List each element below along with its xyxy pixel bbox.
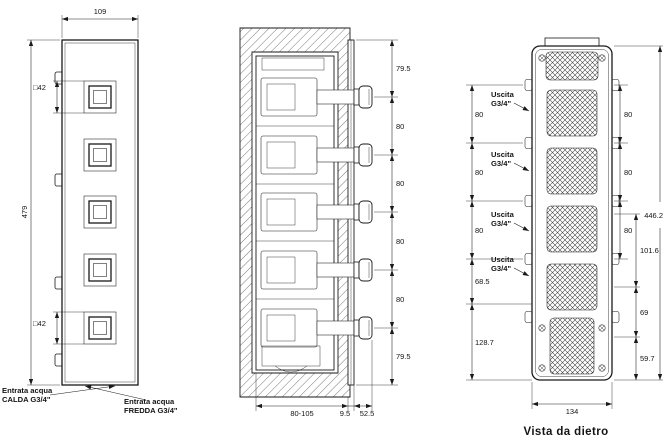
rear-width-value: 134 [566, 407, 579, 416]
front-view: 109 479 □42 □42 Entrata acqua CALDA G [2, 7, 178, 415]
rear-view: Uscita G3/4" Uscita G3/4" Uscita G3/4" U… [466, 37, 663, 438]
side-dim-3: 80 [396, 237, 404, 246]
rear-left-dim-2: 80 [475, 226, 483, 235]
hot-inlet-line1: Entrata acqua [2, 386, 53, 395]
rear-view-caption: Vista da dietro [523, 426, 608, 438]
front-width-value: 109 [94, 7, 107, 16]
cold-inlet-label: Entrata acqua FREDDA G3/4" [84, 385, 178, 415]
front-height-dimension: 479 [20, 39, 60, 386]
rear-right-dim-2: 80 [624, 226, 632, 235]
rear-right-inner-chain: 80 80 80 [614, 84, 632, 260]
outlet-3-line1: Uscita [491, 210, 515, 219]
control-squares [83, 80, 117, 345]
depth-range-value: 80-105 [290, 409, 313, 418]
cold-inlet-line1: Entrata acqua [124, 397, 175, 406]
rear-left-dim-3: 68.5 [475, 277, 490, 286]
cold-inlet-line2: FREDDA G3/4" [124, 406, 178, 415]
side-dim-5: 79.5 [396, 352, 411, 361]
square-dim-bottom-value: □42 [33, 319, 46, 328]
overall-height-value: 446.2 [644, 211, 663, 220]
outlet-3-line2: G3/4" [491, 219, 511, 228]
rear-left-dim-1: 80 [475, 168, 483, 177]
outlet-labels: Uscita G3/4" Uscita G3/4" Uscita G3/4" U… [491, 90, 530, 277]
rear-width-dimension: 134 [531, 382, 613, 416]
rear-left-dim-0: 80 [475, 110, 483, 119]
side-dim-2: 80 [396, 179, 404, 188]
side-depth-dimensions: 80-105 9.5 52.5 [255, 340, 375, 418]
side-vertical-dimension-chain: 79.5 80 80 80 80 79.5 [356, 39, 411, 386]
rear-outer-dim-1: 69 [640, 308, 648, 317]
side-dim-4: 80 [396, 295, 404, 304]
front-panel [61, 39, 139, 386]
rear-outer-dim-0: 101.6 [640, 246, 659, 255]
square-dim-top-value: □42 [33, 83, 46, 92]
front-height-value: 479 [20, 206, 29, 219]
screws [538, 54, 606, 372]
outlet-2-line2: G3/4" [491, 159, 511, 168]
front-width-dimension: 109 [61, 7, 139, 38]
outlet-4-line2: G3/4" [491, 264, 511, 273]
rear-right-outer-chain: 101.6 69 59.7 [614, 213, 659, 381]
outlet-1-line2: G3/4" [491, 99, 511, 108]
side-section-view: 79.5 80 80 80 80 79.5 80-105 9.5 52.5 [239, 27, 411, 418]
wall-section-hatch [239, 27, 351, 398]
handles [316, 85, 373, 340]
outlet-1-line1: Uscita [491, 90, 515, 99]
square-dimension-top: □42 [33, 80, 84, 114]
handle-projection-value: 52.5 [360, 409, 375, 418]
rear-side-tabs [524, 79, 620, 323]
rear-outer-dim-2: 59.7 [640, 354, 655, 363]
hot-inlet-line2: CALDA G3/4" [2, 395, 51, 404]
rear-right-dim-0: 80 [624, 110, 632, 119]
rear-right-dim-1: 80 [624, 168, 632, 177]
rear-overall-height-dimension: 446.2 [614, 45, 663, 381]
plate-thickness-value: 9.5 [340, 409, 350, 418]
rear-mesh-grilles [545, 51, 599, 375]
rear-left-dim-4: 128.7 [475, 338, 494, 347]
rear-top-cap [544, 37, 600, 47]
outlet-2-line1: Uscita [491, 150, 515, 159]
rear-left-dimension-chain: 80 80 80 68.5 128.7 [466, 84, 532, 381]
outlet-4-line1: Uscita [491, 255, 515, 264]
square-dimension-bottom: □42 [33, 311, 84, 345]
hot-inlet-label: Entrata acqua CALDA G3/4" [2, 384, 116, 404]
side-dim-1: 80 [396, 122, 404, 131]
side-dim-0: 79.5 [396, 64, 411, 73]
